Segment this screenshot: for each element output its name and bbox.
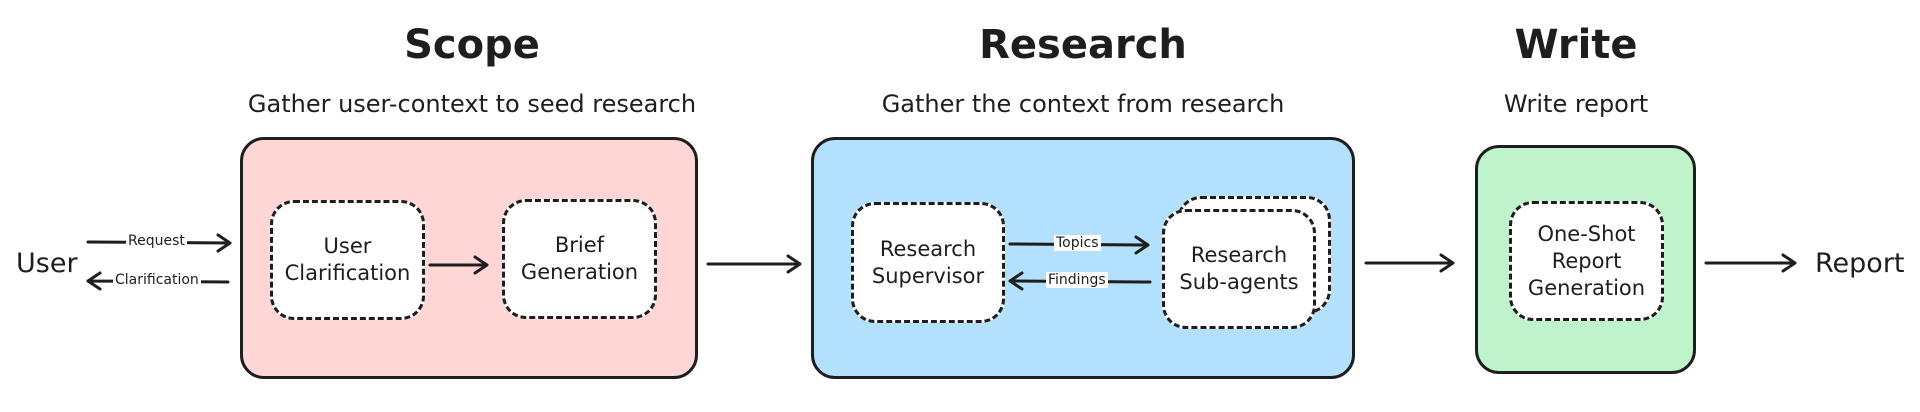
research-supervisor-line-2: Supervisor xyxy=(871,263,985,288)
research-subagents-line-1: Research xyxy=(1190,243,1288,267)
user-endpoint: User xyxy=(16,248,78,279)
user-clarification-line-2: Clarification xyxy=(284,261,411,285)
topics-label: Topics xyxy=(1054,235,1101,251)
research-title: Research xyxy=(979,22,1187,68)
research-to-write-arrow xyxy=(1364,253,1455,273)
one-shot-line-3: Generation xyxy=(1527,275,1646,300)
findings-label: Findings xyxy=(1046,272,1108,288)
scope-title: Scope xyxy=(404,22,540,68)
clarification-to-brief-arrow xyxy=(428,255,489,275)
brief-generation-line-1: Brief xyxy=(554,233,605,257)
scope-subtitle: Gather user-context to seed research xyxy=(247,90,697,118)
write-subtitle: Write report xyxy=(1503,90,1649,118)
research-subagents-line-2: Sub-agents xyxy=(1179,270,1299,294)
report-endpoint: Report xyxy=(1815,248,1905,279)
request-label: Request xyxy=(126,233,187,249)
research-supervisor-line-1: Research xyxy=(879,236,977,261)
one-shot-line-2: Report xyxy=(1551,248,1622,273)
user-clarification-line-1: User xyxy=(323,234,372,258)
one-shot-line-1: One-Shot xyxy=(1537,221,1636,246)
scope-to-research-arrow xyxy=(706,254,802,274)
clarification-label: Clarification xyxy=(113,272,201,288)
write-title: Write xyxy=(1514,22,1638,68)
write-to-report-arrow xyxy=(1704,253,1797,273)
brief-generation-line-2: Generation xyxy=(520,260,639,284)
research-subtitle: Gather the context from research xyxy=(881,90,1285,118)
